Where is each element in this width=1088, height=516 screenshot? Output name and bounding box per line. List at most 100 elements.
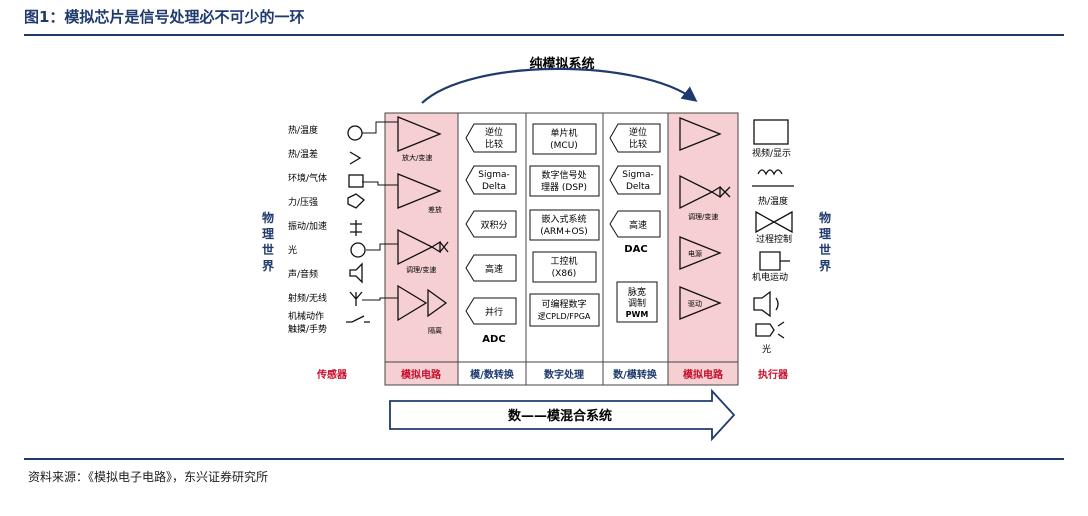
analog-out-labels: 调理/变速 电源 驱动 [688, 212, 718, 308]
sensor-label: 声/音频 [288, 268, 318, 280]
adc-block-line: 逆位 [485, 126, 503, 138]
thermometer-icon [347, 125, 363, 141]
adc-block-line: Sigma- [478, 170, 509, 180]
right-side-char-3: 世 [819, 242, 831, 257]
pressure-sensor-icon [347, 193, 365, 209]
dac-block-shape [609, 165, 661, 195]
digital-block: 工控机 (X86) [532, 251, 597, 283]
sensor-label: 机械动作 [288, 310, 324, 322]
dac-block-line: 比较 [629, 138, 647, 150]
digital-block-shape [532, 123, 597, 155]
adc-block-label: 双积分 [480, 219, 507, 231]
sensor-label: 热/温度 [288, 124, 318, 136]
sensor-label: 触摸/手势 [288, 323, 327, 335]
digital-block: 数字信号处 理器 (DSP) [529, 165, 600, 197]
sensor-wire [362, 297, 398, 301]
analog-in-labels: 放大/变速 差放 调理/变速 隔离 [402, 153, 442, 335]
analog-out-label: 驱动 [688, 299, 702, 308]
right-side-char-2: 理 [819, 227, 831, 241]
adc-block-line: 比较 [485, 138, 503, 150]
top-arc-arrow [421, 67, 698, 104]
antenna-icon [349, 291, 363, 306]
adc-label: ADC [482, 334, 505, 345]
adc-block: Sigma- Delta [465, 165, 517, 195]
actuator-label: 视频/显示 [752, 147, 791, 159]
column-label-digital: 数字处理 [544, 368, 584, 381]
dac-block-shape [609, 210, 661, 238]
sensor-wire [362, 121, 398, 134]
column-label-analog-in: 模拟电路 [401, 368, 442, 381]
dac-label: DAC [624, 244, 647, 255]
dac-block: 高速 [609, 210, 661, 238]
power-amp-icon [679, 236, 722, 270]
digital-block-line: 数字信号处 [541, 169, 586, 181]
analog-in-label: 调理/变速 [406, 265, 436, 274]
switch-icon [346, 315, 370, 323]
sensor-label: 力/压强 [288, 196, 318, 208]
adc-block: 双积分 [465, 210, 517, 238]
sensor-label: 振动/加速 [288, 220, 327, 232]
pwm-block-line: PWM [626, 310, 649, 319]
actuator-label: 热/温度 [758, 195, 788, 207]
left-side-char-4: 界 [262, 258, 274, 273]
sensor-label: 环境/气体 [288, 172, 327, 184]
actuator-icons [752, 119, 794, 339]
column-labels: 传感器 模拟电路 模/数转换 数字处理 数/模转换 模拟电路 执行器 [316, 368, 789, 381]
sensor-label: 光 [288, 244, 297, 256]
analog-in-label: 放大/变速 [402, 153, 432, 162]
adc-block-label: 高速 [485, 263, 503, 275]
dac-block-line: Delta [626, 182, 650, 192]
mixed-system-arrow [389, 388, 736, 442]
speaker-icon [349, 262, 363, 284]
right-side-char-1: 物 [819, 210, 831, 225]
pwm-block-shape [616, 281, 658, 323]
digital-block-line: (X86) [552, 269, 577, 279]
digital-block-line: (MCU) [550, 141, 578, 151]
right-side-label: 物 理 世 界 [819, 210, 831, 273]
motor-icon [759, 251, 790, 271]
left-side-char-2: 理 [262, 227, 274, 241]
sensor-list: 热/温度 热/温差 环境/气体 力/压强 振动/加速 光 声/音频 射频/无线 … [288, 124, 327, 335]
dac-block: Sigma- Delta [609, 165, 661, 195]
digital-block-line: 可编程数字 [541, 298, 586, 310]
left-side-char-1: 物 [262, 210, 274, 225]
adc-block-shape [465, 123, 517, 153]
sensor-label: 射频/无线 [288, 292, 327, 304]
dac-block-shape [609, 123, 661, 153]
sensor-wires [362, 121, 398, 301]
driver-amp-icon [679, 286, 722, 320]
sensor-wire [362, 181, 398, 186]
actuator-label: 过程控制 [756, 233, 792, 245]
sensor-label: 热/温差 [288, 148, 318, 160]
dac-block-line: Sigma- [622, 170, 653, 180]
sensor-wire [366, 243, 398, 251]
display-icon [753, 119, 789, 145]
dac-block-label: 高速 [629, 219, 647, 231]
column-label-dac: 数/模转换 [613, 368, 658, 381]
dac-block: 逆位 比较 [609, 123, 661, 153]
filter-icon [430, 240, 449, 254]
actuator-label: 光 [762, 343, 771, 355]
analog-in-opamps [397, 116, 449, 322]
analog-in-label: 差放 [428, 205, 442, 214]
digital-block: 可编程数字 逻CPLD/FPGA [529, 293, 600, 327]
adc-block-line: Delta [482, 182, 506, 192]
output-conditioning-icon [679, 174, 731, 210]
speaker-output-icon [753, 290, 779, 318]
title-rule [24, 34, 1064, 36]
adc-block-shape [465, 210, 517, 238]
pwm-block: 脉宽 调制 PWM [616, 281, 658, 323]
actuator-labels: 视频/显示 热/温度 过程控制 机电运动 光 [752, 147, 792, 355]
adc-block: 逆位 比较 [465, 123, 517, 153]
source-note: 资料来源：《模拟电子电路》，东兴证券研究所 [28, 470, 269, 484]
adc-block-shape [465, 254, 517, 282]
pwm-block-line: 脉宽 [628, 286, 646, 298]
column-label-adc: 模/数转换 [470, 368, 515, 381]
actuator-label: 机电运动 [752, 271, 788, 283]
digital-block-shape [529, 209, 600, 241]
diff-amp-icon [397, 173, 442, 209]
digital-block-shape [529, 293, 600, 327]
bottom-label: 数——模混合系统 [508, 408, 612, 424]
gas-sensor-icon [348, 174, 364, 188]
